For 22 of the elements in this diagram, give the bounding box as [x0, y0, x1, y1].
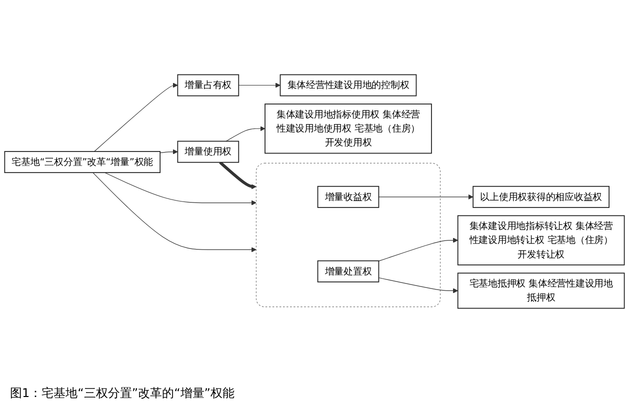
figure-caption: 图1：宅基地“三权分置”改革的“增量”权能: [9, 385, 236, 402]
node-box: 增量占有权: [177, 74, 240, 96]
node-box: 集体建设用地指标使用权 集体经营性建设用地使用权 宅基地（住房）开发使用权: [264, 104, 432, 154]
arrow: [378, 277, 458, 294]
arrow: [378, 194, 474, 200]
cluster: [256, 162, 441, 308]
node-box: 集体建设用地指标转让权 集体经营性建设用地转让权 宅基地（住房）开发转让权: [457, 215, 625, 266]
arrow: [226, 126, 266, 142]
arrow: [378, 238, 458, 262]
arrow: [219, 161, 256, 190]
arrow: [104, 172, 256, 206]
node-box: 增量处置权: [317, 260, 380, 282]
arrow: [160, 149, 178, 154]
node-box: 增量收益权: [317, 186, 380, 208]
arrow: [238, 82, 280, 88]
node-box: 宅基地抵押权 集体经营性建设用地抵押权: [457, 272, 625, 309]
node-box: 集体经营性建设用地的控制权: [280, 74, 417, 96]
node-box: 增量使用权: [177, 140, 240, 163]
arrow: [92, 172, 256, 252]
node-box: 以上使用权获得的相应收益权: [472, 186, 610, 208]
arrow: [94, 82, 178, 152]
node-box: 宅基地“三权分置”改革“增量”权能: [4, 151, 161, 174]
